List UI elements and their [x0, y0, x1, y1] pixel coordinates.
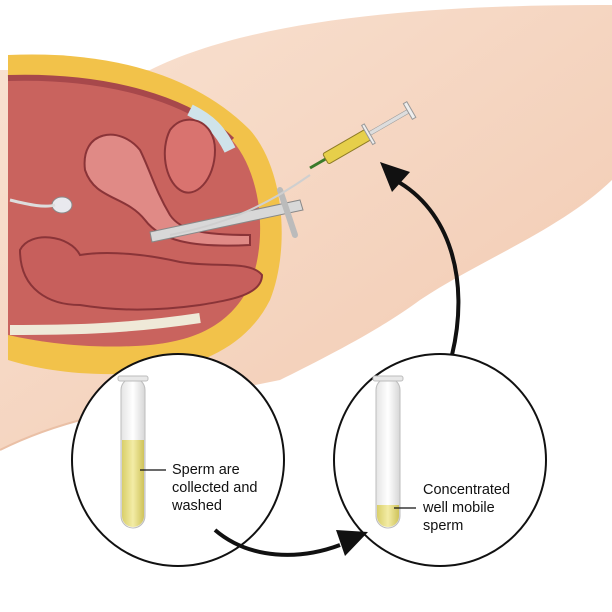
test-tube-1	[117, 375, 149, 529]
step2-line: sperm	[423, 518, 464, 534]
step1-line: washed	[172, 498, 222, 514]
syringe	[309, 101, 417, 170]
arrow-between-steps	[213, 528, 341, 557]
arrowhead-up	[380, 162, 410, 192]
arrow-to-syringe	[394, 178, 461, 356]
step1-line: Sperm are	[172, 462, 240, 478]
step2-line: Concentrated	[423, 482, 511, 498]
uterus	[83, 133, 251, 247]
bowel	[18, 236, 264, 311]
step1-circle	[71, 353, 285, 567]
catheter	[169, 174, 311, 236]
test-tube-2	[372, 375, 404, 529]
step2-label: Concentrated well mobile sperm	[423, 481, 510, 535]
step1-line: collected and	[172, 480, 258, 496]
step1-label: Sperm are collected and washed	[172, 461, 257, 515]
step2-line: well mobile	[423, 500, 495, 516]
arrowhead-right	[336, 530, 368, 556]
